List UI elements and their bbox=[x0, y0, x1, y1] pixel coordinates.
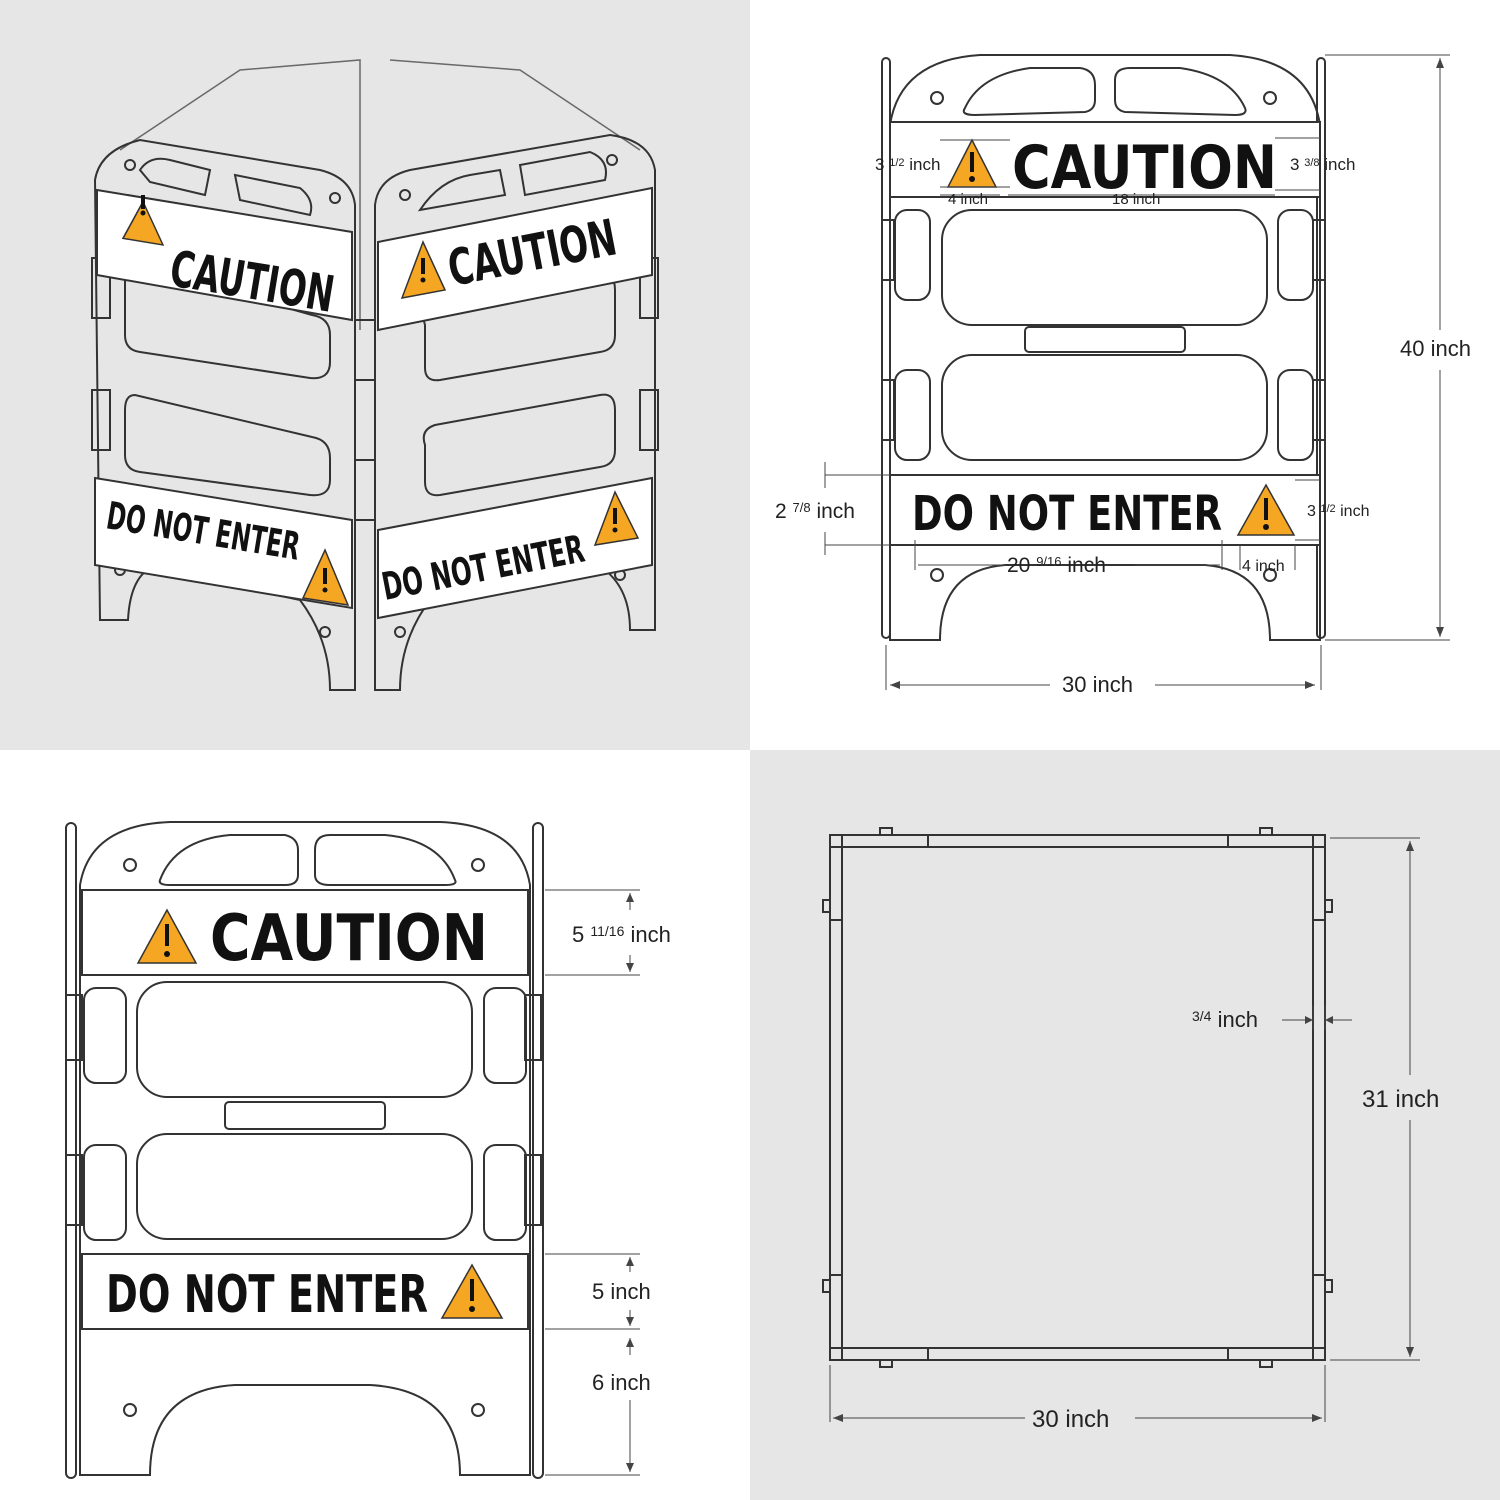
leg-height-label: 6 inch bbox=[592, 1370, 651, 1395]
lower-band-height-label: 5 inch bbox=[592, 1279, 651, 1304]
side-do-not-enter-text: DO NOT ENTER bbox=[106, 1265, 428, 1325]
front-view-drawing: CAUTION DO NOT ENTER bbox=[750, 0, 1500, 750]
svg-text:3 1/2 inch: 3 1/2 inch bbox=[1307, 499, 1369, 520]
left-caution-band bbox=[96, 188, 353, 322]
lower-text-width-unit: inch bbox=[1067, 554, 1106, 577]
left-panel-outline bbox=[93, 138, 356, 691]
svg-text:3 1/2 inch: 3 1/2 inch bbox=[875, 151, 940, 174]
wall-thickness-unit: inch bbox=[1218, 1007, 1258, 1032]
front-caution-text: CAUTION bbox=[1012, 133, 1277, 203]
wall-thickness-fraction: 3/4 bbox=[1192, 1008, 1212, 1024]
caution-text-width-label: 18 inch bbox=[1112, 191, 1160, 208]
lower-icon-height-fraction: 1/2 bbox=[1320, 503, 1335, 515]
front-panel-outline bbox=[889, 54, 1321, 641]
right-caution-band bbox=[377, 186, 653, 332]
svg-text:2 7/8 inch: 2 7/8 inch bbox=[775, 494, 855, 523]
caution-text-height-whole: 3 bbox=[1290, 155, 1299, 174]
caution-band-height-unit: inch bbox=[909, 155, 940, 174]
caution-band-height-fraction: 1/2 bbox=[889, 157, 904, 169]
left-frame-bar bbox=[829, 834, 843, 1361]
top-view-drawing: 3/4 inch 31 inch 30 inch bbox=[750, 750, 1500, 1500]
lower-text-width-fraction: 9/16 bbox=[1036, 554, 1061, 569]
upper-band-height-fraction: 11/16 bbox=[590, 923, 624, 939]
overall-width-label: 30 inch bbox=[1062, 672, 1133, 697]
side-panel-outline bbox=[79, 821, 531, 1476]
lower-icon-width-label: 4 inch bbox=[1242, 558, 1285, 575]
white-background bbox=[0, 750, 750, 1500]
caution-text-height-fraction: 3/8 bbox=[1304, 157, 1319, 169]
lower-band-height-fraction: 7/8 bbox=[793, 500, 811, 515]
gray-background bbox=[750, 750, 1500, 1500]
right-panel-outline bbox=[374, 133, 656, 691]
width-label: 30 inch bbox=[1032, 1406, 1109, 1433]
left-do-not-enter-band bbox=[94, 476, 353, 610]
lower-icon-height-unit: inch bbox=[1340, 503, 1369, 520]
lower-band-height-unit: inch bbox=[816, 500, 855, 523]
right-frame-bar bbox=[1312, 834, 1326, 1361]
svg-text:3/4 inch: 3/4 inch bbox=[1192, 1001, 1258, 1032]
top-view-panel: 3/4 inch 31 inch 30 inch bbox=[750, 750, 1500, 1500]
lower-band-height-whole: 2 bbox=[775, 500, 787, 523]
side-caution-text: CAUTION bbox=[210, 902, 488, 976]
svg-text:5 11/16 inch: 5 11/16 inch bbox=[572, 916, 671, 947]
caution-icon-width-label: 4 inch bbox=[948, 191, 988, 208]
lower-icon-height-whole: 3 bbox=[1307, 503, 1316, 520]
side-view-panel: CAUTION DO NOT ENTER 5 11/16 inch 5 inch… bbox=[0, 750, 750, 1500]
right-do-not-enter-band bbox=[377, 476, 653, 620]
front-view-panel: CAUTION DO NOT ENTER bbox=[750, 0, 1500, 750]
overall-height-label: 40 inch bbox=[1400, 336, 1471, 361]
isometric-view-panel: CAUTION CAUTION DO NOT ENTER DO NOT ENTE… bbox=[0, 0, 750, 750]
caution-text-height-unit: inch bbox=[1324, 155, 1355, 174]
depth-label: 31 inch bbox=[1362, 1086, 1439, 1113]
upper-band-height-whole: 5 bbox=[572, 922, 584, 947]
caution-band-height-whole: 3 bbox=[875, 155, 884, 174]
svg-text:20 9/16 inch: 20 9/16 inch bbox=[1007, 548, 1106, 577]
lower-text-width-whole: 20 bbox=[1007, 554, 1030, 577]
isometric-drawing: CAUTION CAUTION DO NOT ENTER DO NOT ENTE… bbox=[0, 0, 750, 750]
side-view-drawing: CAUTION DO NOT ENTER 5 11/16 inch 5 inch… bbox=[0, 750, 750, 1500]
svg-text:3 3/8 inch: 3 3/8 inch bbox=[1290, 151, 1355, 174]
front-do-not-enter-text: DO NOT ENTER bbox=[912, 486, 1222, 542]
upper-band-height-unit: inch bbox=[631, 922, 671, 947]
